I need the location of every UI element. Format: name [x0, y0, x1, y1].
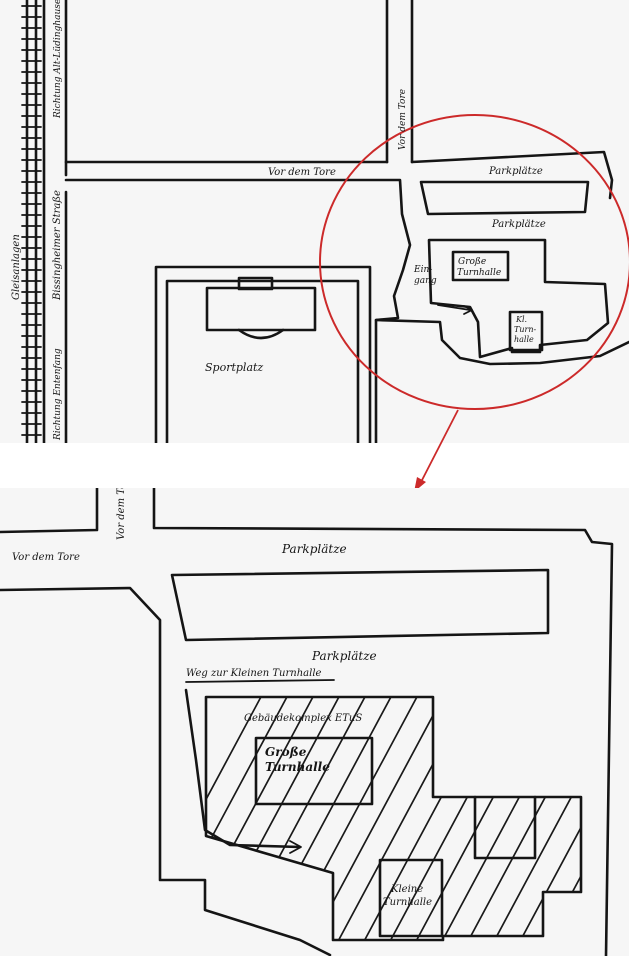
overview-small-hall-label-3: halle — [514, 335, 534, 344]
overview-big-hall-label-1: Große — [458, 257, 486, 267]
overview-entrance-label-1: Ein- — [413, 265, 432, 275]
detail-path-label: Weg zur Kleinen Turnhalle — [186, 668, 322, 679]
railway-track — [21, 0, 42, 443]
detail-map: Vor dem Tore Vor dem Tore Parkplätze Par… — [0, 472, 629, 956]
overview-site-boundary — [374, 318, 629, 366]
overview-map: Gleisanlagen Bissingheimer Straße Richtu… — [0, 0, 629, 443]
detail-big-hall — [254, 736, 374, 806]
overview-vertical-street-label: Vor dem Tore — [398, 89, 408, 150]
detail-parking-upper-label: Parkplätze — [281, 542, 347, 556]
detail-small-hall — [378, 858, 444, 938]
hatch-line — [206, 697, 297, 940]
overview-parking-upper-label: Parkplätze — [488, 166, 543, 177]
highlight-circle — [319, 114, 629, 410]
detail-big-hall-label-2: Turnhalle — [265, 760, 330, 774]
detail-path-arrow — [184, 679, 335, 854]
overview-small-hall-label-1: Kl. — [515, 315, 527, 324]
direction-south-label: Richtung Entenfang — [53, 348, 63, 441]
detail-small-hall-label-2: Turnhalle — [383, 897, 432, 908]
hatch-line — [483, 697, 581, 940]
detail-complex-label: Gebäudekomplex ETuS — [244, 713, 362, 724]
overview-sports-field — [154, 265, 372, 443]
detail-parking-strip — [170, 568, 550, 642]
hatch-line — [509, 697, 581, 940]
overview-background — [0, 0, 629, 443]
detail-parking-lower-label: Parkplätze — [311, 649, 377, 663]
overview-small-hall — [508, 310, 544, 352]
sports-field-label: Sportplatz — [205, 361, 263, 374]
detail-big-hall-label-1: Große — [265, 745, 307, 759]
overview-path-arrow — [437, 304, 473, 315]
detail-small-hall-label-1: Kleine — [390, 884, 423, 895]
detail-streets — [0, 488, 614, 956]
hatch-line — [206, 697, 323, 940]
overview-small-hall-label-2: Turn- — [514, 325, 536, 334]
overview-big-hall — [451, 250, 510, 282]
direction-north-label: Richtung Alt-Lüdinghausen — [53, 0, 63, 119]
overview-building-complex — [427, 238, 610, 359]
overview-big-hall-label-2: Turnhalle — [457, 268, 501, 278]
hatch-line — [206, 697, 271, 940]
overview-entrance-label-2: gang — [414, 276, 437, 286]
overview-parking-lower-label: Parkplätze — [491, 219, 546, 230]
rail-label: Gleisanlagen — [11, 234, 22, 300]
vertical-street — [385, 0, 414, 164]
main-road-label: Bissingheimer Straße — [52, 190, 63, 301]
detail-vertical-street-label: Vor dem Tore — [116, 472, 127, 540]
overview-horizontal-street-label: Vor dem Tore — [268, 167, 336, 178]
detail-background — [0, 488, 629, 956]
overview-parking-strip — [419, 180, 590, 216]
hatch-line — [457, 697, 581, 940]
main-road — [42, 0, 68, 443]
detail-horizontal-street-label: Vor dem Tore — [12, 552, 80, 563]
